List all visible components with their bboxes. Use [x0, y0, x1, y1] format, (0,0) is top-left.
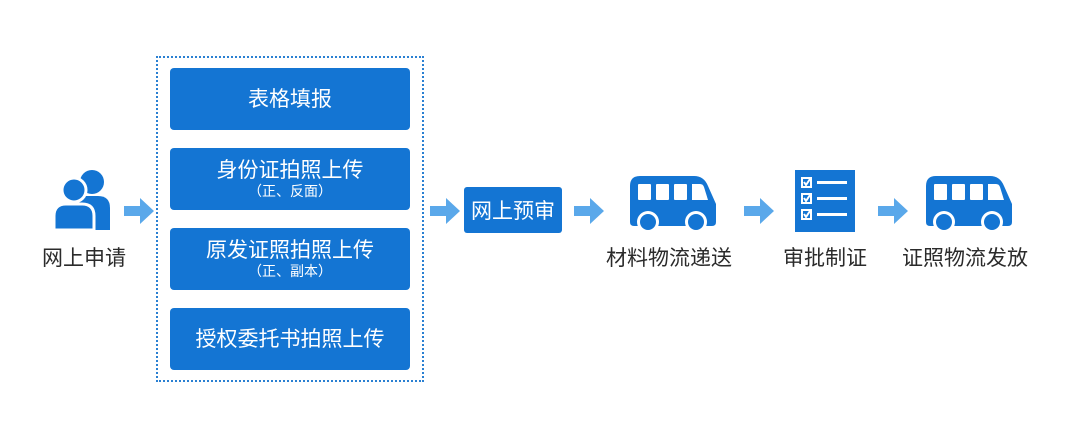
step-main-label: 原发证照拍照上传: [206, 238, 374, 262]
arrow-right-icon: [878, 198, 908, 224]
step-main-label: 授权委托书拍照上传: [195, 327, 385, 351]
users-icon: [52, 168, 112, 230]
step-form-fill: 表格填报: [170, 68, 410, 130]
step-main-label: 表格填报: [248, 87, 332, 111]
delivery-label: 证照物流发放: [902, 246, 1028, 270]
step-authorization-upload: 授权委托书拍照上传: [170, 308, 410, 370]
start-label: 网上申请: [42, 246, 126, 270]
arrow-right-icon: [744, 198, 774, 224]
approval-label: 审批制证: [783, 246, 867, 270]
step-sub-label: （正、反面）: [248, 184, 332, 200]
logistics-label: 材料物流递送: [606, 246, 732, 270]
upload-steps-group: [156, 56, 424, 382]
arrow-right-icon: [574, 198, 604, 224]
step-id-card-upload: 身份证拍照上传 （正、反面）: [170, 148, 410, 210]
pre-review-box: 网上预审: [464, 187, 562, 233]
checklist-icon: [795, 170, 855, 232]
van-icon: [624, 172, 720, 236]
arrow-right-icon: [430, 198, 460, 224]
van-icon: [920, 172, 1016, 236]
step-license-upload: 原发证照拍照上传 （正、副本）: [170, 228, 410, 290]
step-main-label: 身份证拍照上传: [216, 158, 364, 182]
arrow-right-icon: [124, 198, 154, 224]
step-sub-label: （正、副本）: [248, 264, 332, 280]
